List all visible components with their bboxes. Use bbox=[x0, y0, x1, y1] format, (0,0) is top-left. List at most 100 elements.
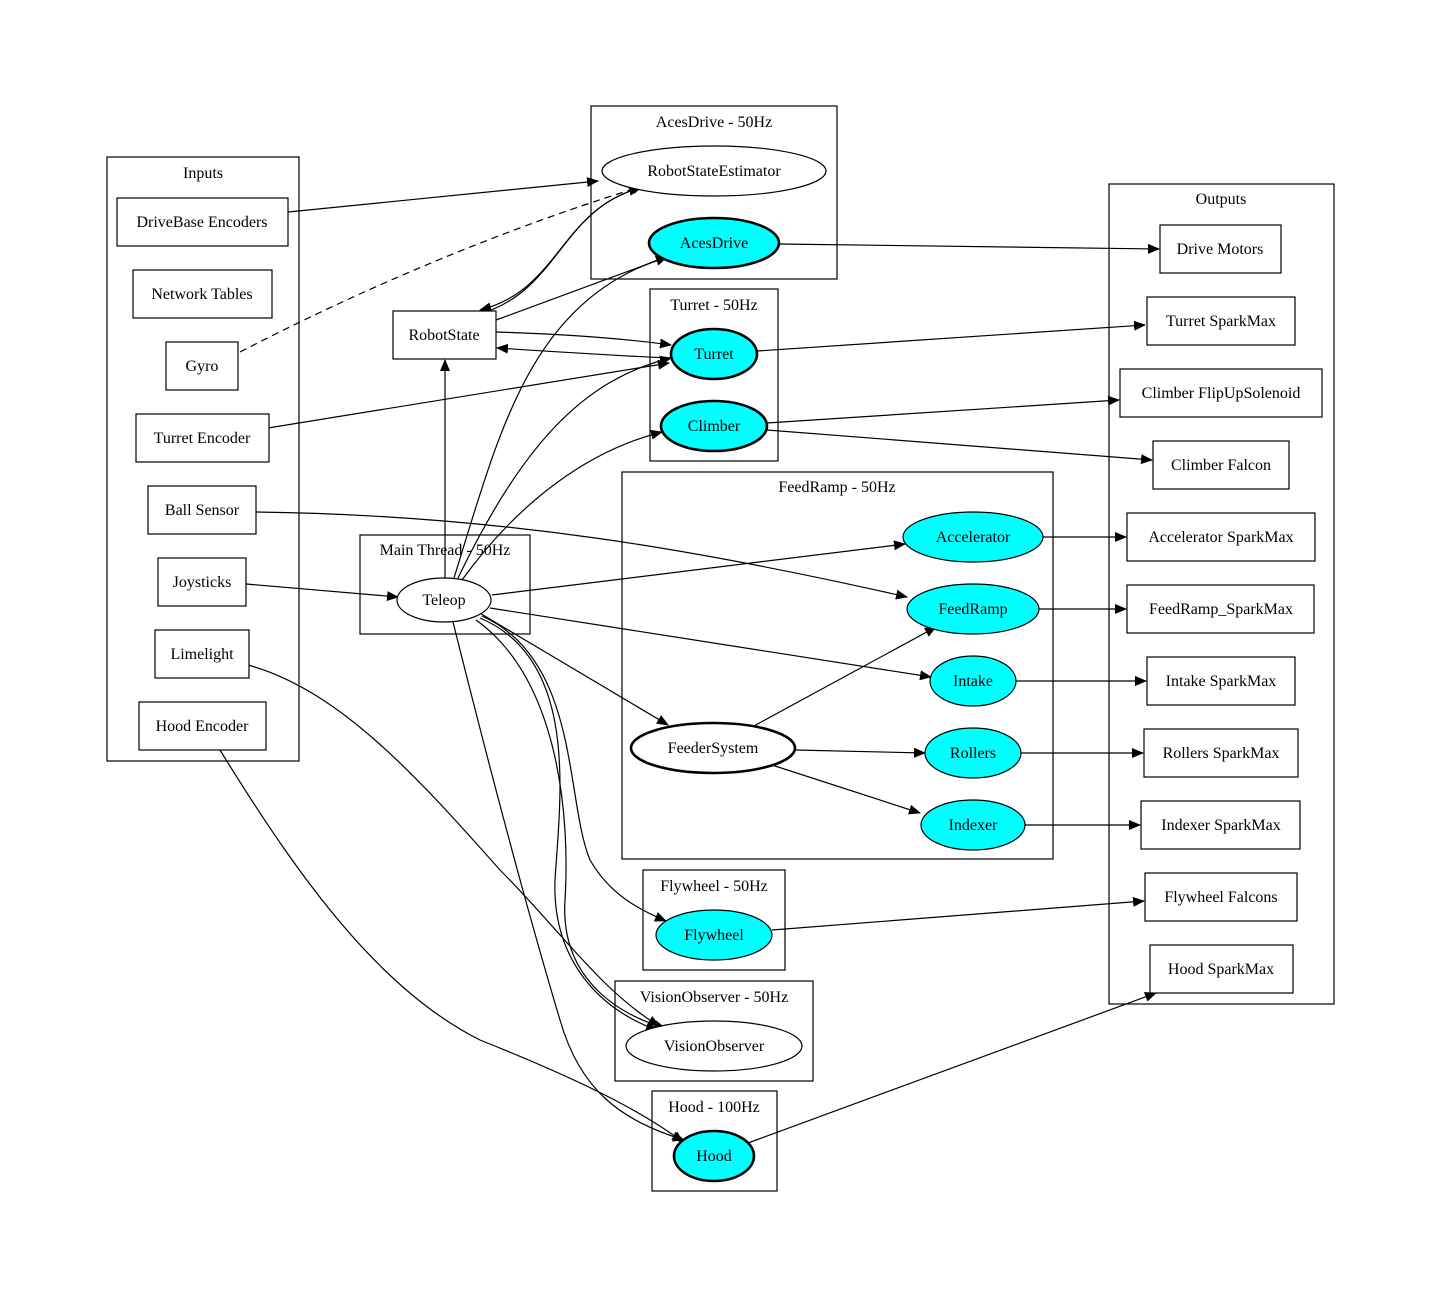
input-drivebase-encoders: DriveBase Encoders bbox=[116, 197, 289, 247]
output-drive-motors-label: Drive Motors bbox=[1177, 241, 1264, 258]
edge-limelight-to-visionobserver bbox=[247, 664, 660, 1027]
node-aces-drive-label: AcesDrive bbox=[680, 235, 748, 252]
edge-teleop-to-visionobserver-a bbox=[479, 617, 658, 1032]
cluster-acesdrive: AcesDrive - 50Hz bbox=[590, 105, 838, 280]
edge-joysticks-to-teleop bbox=[245, 583, 399, 602]
edge-teleop-to-accelerator bbox=[491, 540, 906, 596]
node-turret-label: Turret bbox=[694, 346, 734, 363]
output-rollers-sparkmax: Rollers SparkMax bbox=[1143, 728, 1299, 778]
output-accelerator-sparkmax-label: Accelerator SparkMax bbox=[1148, 529, 1293, 546]
node-vision-observer-label: VisionObserver bbox=[664, 1038, 765, 1055]
output-climber-flipup-label: Climber FlipUpSolenoid bbox=[1142, 385, 1301, 402]
edge-flywheel-to-falcons bbox=[771, 896, 1145, 931]
cluster-inputs: Inputs bbox=[106, 156, 300, 762]
output-hood-sparkmax-label: Hood SparkMax bbox=[1168, 961, 1274, 978]
input-joysticks: Joysticks bbox=[157, 557, 247, 607]
output-flywheel-falcons: Flywheel Falcons bbox=[1144, 872, 1298, 922]
cluster-outputs: Outputs bbox=[1108, 183, 1335, 1005]
edge-teleop-to-feedersystem bbox=[477, 611, 669, 726]
node-hood-label: Hood bbox=[696, 1148, 732, 1165]
edge-drivebase-to-estimator bbox=[287, 177, 599, 213]
edge-robotstate-to-estimator bbox=[479, 186, 641, 315]
edge-teleop-to-turret bbox=[457, 355, 672, 579]
node-robot-state: RobotState bbox=[392, 310, 497, 360]
node-climber-label: Climber bbox=[688, 418, 741, 435]
output-hood-sparkmax: Hood SparkMax bbox=[1149, 944, 1294, 994]
input-limelight-label: Limelight bbox=[170, 646, 234, 663]
output-indexer-sparkmax: Indexer SparkMax bbox=[1140, 800, 1301, 850]
edge-robotstate-to-turret bbox=[495, 331, 672, 349]
node-feed-ramp: FeedRamp bbox=[906, 583, 1040, 635]
node-hood: Hood bbox=[672, 1129, 756, 1183]
node-rollers: Rollers bbox=[924, 727, 1022, 779]
output-feedramp-sparkmax: FeedRamp_SparkMax bbox=[1126, 584, 1315, 634]
node-robot-state-estimator-label: RobotStateEstimator bbox=[647, 163, 781, 180]
edge-hood-to-sparkmax bbox=[747, 992, 1157, 1144]
edge-feedersystem-to-indexer bbox=[771, 764, 921, 815]
edge-estimator-to-robotstate bbox=[479, 187, 641, 313]
output-drive-motors: Drive Motors bbox=[1159, 224, 1282, 274]
cluster-flywheel-label: Flywheel - 50Hz bbox=[660, 878, 768, 895]
node-indexer: Indexer bbox=[920, 799, 1026, 851]
input-turret-encoder-label: Turret Encoder bbox=[154, 430, 251, 447]
input-ball-sensor-label: Ball Sensor bbox=[165, 502, 240, 519]
edge-climber-to-flipup bbox=[766, 395, 1120, 424]
cluster-acesdrive-label: AcesDrive - 50Hz bbox=[656, 114, 772, 131]
input-drivebase-encoders-label: DriveBase Encoders bbox=[136, 214, 267, 231]
cluster-hood: Hood - 100Hz bbox=[651, 1090, 778, 1192]
input-turret-encoder: Turret Encoder bbox=[135, 413, 270, 463]
edge-gyro-to-estimator bbox=[239, 184, 644, 353]
input-gyro: Gyro bbox=[165, 341, 239, 391]
input-gyro-label: Gyro bbox=[186, 358, 219, 375]
node-teleop: Teleop bbox=[396, 577, 492, 623]
cluster-hood-label: Hood - 100Hz bbox=[668, 1099, 760, 1116]
input-hood-encoder: Hood Encoder bbox=[138, 701, 267, 751]
cluster-vision-label: VisionObserver - 50Hz bbox=[640, 989, 788, 1006]
input-limelight: Limelight bbox=[154, 629, 250, 679]
input-hood-encoder-label: Hood Encoder bbox=[156, 718, 250, 735]
node-turret: Turret bbox=[669, 327, 759, 381]
node-climber: Climber bbox=[659, 399, 769, 453]
node-flywheel-label: Flywheel bbox=[684, 927, 744, 944]
node-feeder-system-label: FeederSystem bbox=[668, 740, 759, 757]
node-accelerator-label: Accelerator bbox=[936, 529, 1011, 546]
node-accelerator: Accelerator bbox=[902, 511, 1044, 563]
output-climber-falcon-label: Climber Falcon bbox=[1171, 457, 1271, 474]
node-indexer-label: Indexer bbox=[949, 817, 999, 834]
node-feeder-system: FeederSystem bbox=[629, 721, 797, 775]
input-network-tables-label: Network Tables bbox=[151, 286, 252, 303]
input-ball-sensor: Ball Sensor bbox=[147, 485, 257, 535]
edge-teleop-to-hood bbox=[452, 621, 685, 1142]
edge-teleop-to-intake bbox=[489, 607, 932, 681]
edge-turret-to-sparkmax bbox=[756, 320, 1146, 352]
node-flywheel: Flywheel bbox=[655, 909, 773, 961]
output-rollers-sparkmax-label: Rollers SparkMax bbox=[1163, 745, 1280, 762]
node-intake-label: Intake bbox=[953, 673, 993, 690]
output-indexer-sparkmax-label: Indexer SparkMax bbox=[1161, 817, 1281, 834]
edge-turret-encoder-to-turret bbox=[267, 359, 670, 429]
output-accelerator-sparkmax: Accelerator SparkMax bbox=[1126, 512, 1316, 562]
output-flywheel-falcons-label: Flywheel Falcons bbox=[1164, 889, 1277, 906]
cluster-flywheel: Flywheel - 50Hz bbox=[642, 869, 786, 971]
edge-turret-to-robotstate bbox=[496, 343, 672, 359]
cluster-turret-label: Turret - 50Hz bbox=[670, 297, 757, 314]
edge-teleop-to-acesdrive bbox=[453, 255, 668, 579]
cluster-feedramp-label: FeedRamp - 50Hz bbox=[778, 479, 895, 496]
output-turret-sparkmax-label: Turret SparkMax bbox=[1166, 313, 1276, 330]
node-robot-state-estimator: RobotStateEstimator bbox=[601, 145, 827, 197]
edge-teleop-to-climber bbox=[461, 429, 663, 581]
output-climber-flipup: Climber FlipUpSolenoid bbox=[1119, 368, 1323, 418]
node-feed-ramp-label: FeedRamp bbox=[938, 601, 1007, 618]
node-robot-state-label: RobotState bbox=[408, 327, 479, 344]
edge-teleop-to-visionobserver-b bbox=[475, 619, 666, 1030]
edge-acesdrive-to-drivemotors bbox=[778, 243, 1160, 254]
cluster-inputs-label: Inputs bbox=[183, 165, 223, 182]
input-network-tables: Network Tables bbox=[132, 269, 273, 319]
cluster-feedramp: FeedRamp - 50Hz bbox=[621, 471, 1054, 860]
edge-hoodencoder-to-hood bbox=[219, 749, 684, 1143]
node-aces-drive: AcesDrive bbox=[647, 216, 781, 270]
input-joysticks-label: Joysticks bbox=[173, 574, 232, 591]
edge-feedersystem-to-feedramp bbox=[751, 626, 937, 728]
edges bbox=[219, 177, 1160, 1144]
